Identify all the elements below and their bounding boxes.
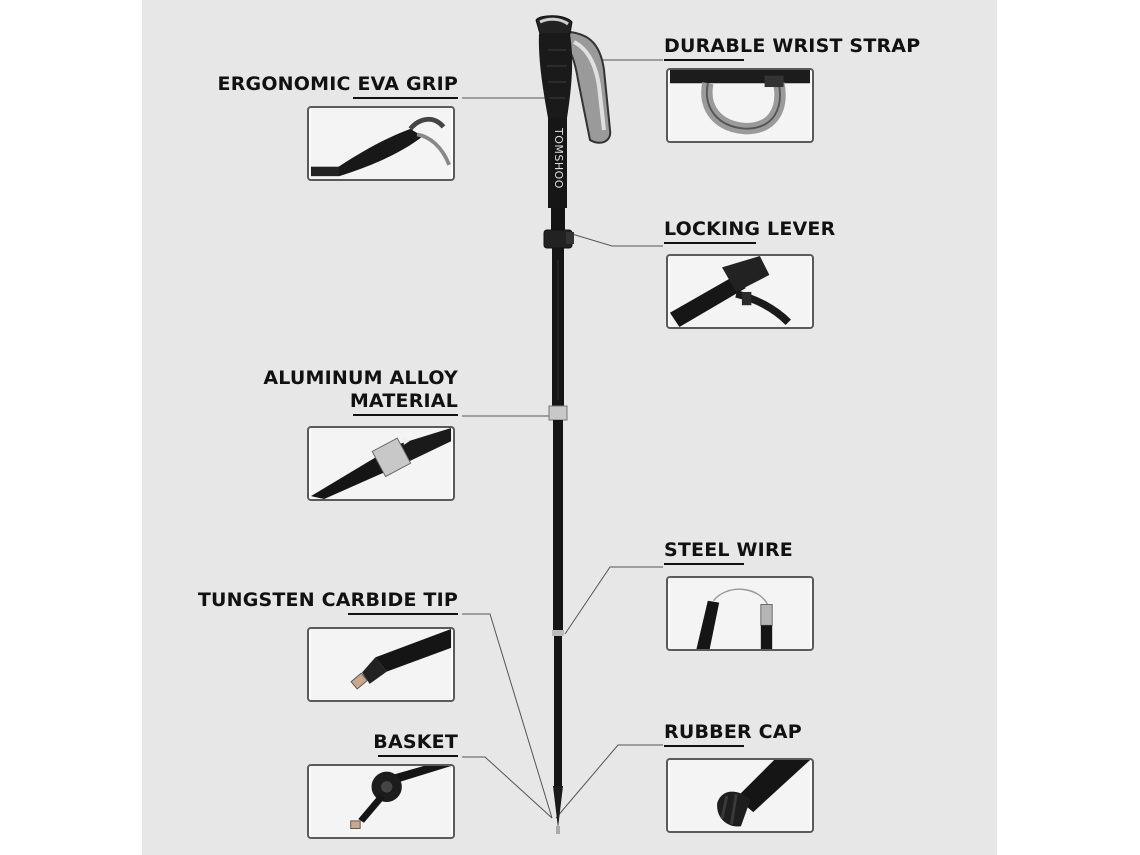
alloy-ring (548, 405, 568, 421)
lower-grip (548, 118, 567, 208)
tip-closeup (307, 627, 455, 702)
label-alloy: ALUMINUM ALLOY MATERIAL (263, 367, 458, 416)
label-basket: BASKET (373, 731, 458, 757)
basket-closeup-image (310, 766, 452, 837)
grip-closeup (307, 106, 455, 181)
lever-closeup (666, 254, 814, 329)
lever-closeup-image (669, 256, 811, 327)
label-strap: DURABLE WRIST STRAP (664, 35, 920, 61)
cap-closeup (666, 758, 814, 833)
grip-closeup-image (310, 108, 452, 179)
tip-closeup-image (310, 629, 452, 700)
eva-grip (538, 34, 573, 118)
strap-closeup-image (669, 70, 811, 141)
brand-text: TOMSHOO (552, 127, 565, 189)
steel-joint (552, 630, 564, 636)
cap-closeup-image (669, 760, 811, 831)
label-tip: TUNGSTEN CARBIDE TIP (198, 589, 458, 615)
wire-closeup (666, 576, 814, 651)
strap-closeup (666, 68, 814, 143)
product-stage (142, 0, 997, 855)
alloy-closeup-image (310, 428, 452, 499)
basket-closeup (307, 764, 455, 839)
label-lever: LOCKING LEVER (664, 218, 835, 244)
label-grip: ERGONOMIC EVA GRIP (218, 73, 458, 99)
label-cap: RUBBER CAP (664, 721, 802, 747)
label-wire: STEEL WIRE (664, 539, 793, 565)
alloy-closeup (307, 426, 455, 501)
pole-tip (553, 786, 563, 828)
shaft-segment-3 (554, 636, 562, 786)
wire-closeup-image (669, 578, 811, 649)
shaft-segment-2 (553, 420, 563, 630)
